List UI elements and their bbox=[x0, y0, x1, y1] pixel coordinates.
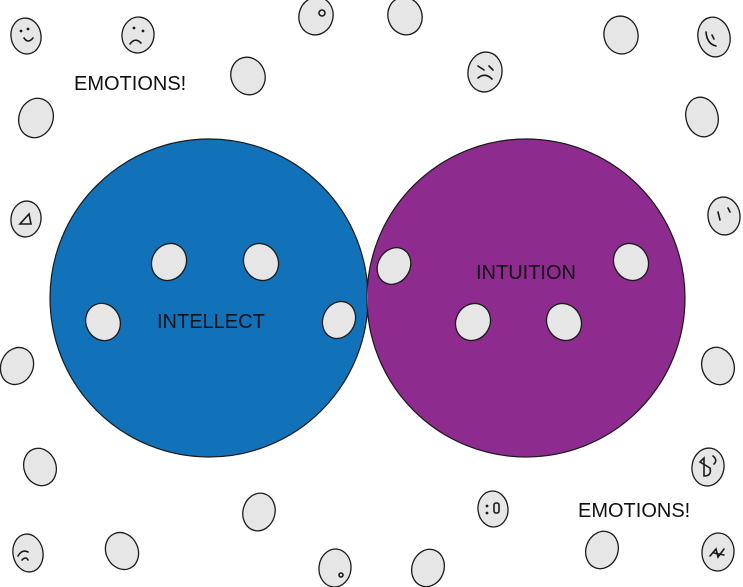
egg-icon bbox=[84, 302, 122, 342]
egg-face-happy-icon bbox=[10, 17, 42, 55]
egg-icon bbox=[545, 302, 583, 342]
egg-face-frown-icon bbox=[467, 51, 503, 93]
egg-icon bbox=[685, 96, 719, 138]
egg-face-wink-icon bbox=[697, 16, 731, 58]
egg-icon bbox=[104, 531, 140, 571]
egg-face-sad-icon bbox=[121, 16, 155, 54]
egg-icon bbox=[321, 300, 357, 340]
egg-icon bbox=[242, 242, 280, 282]
intuition-label: INTUITION bbox=[476, 262, 576, 284]
egg-icon bbox=[17, 97, 55, 139]
emotions-label-bottom: EMOTIONS! bbox=[578, 500, 690, 522]
intuition-circle bbox=[366, 138, 686, 458]
egg-icon bbox=[700, 346, 736, 386]
intellect-label: INTELLECT bbox=[157, 311, 265, 333]
egg-icon bbox=[410, 548, 446, 587]
egg-icon bbox=[584, 530, 620, 570]
egg-face-tired-icon bbox=[707, 196, 741, 236]
egg-icon bbox=[150, 242, 188, 282]
egg-icon bbox=[376, 247, 412, 285]
egg-face-surprised-icon bbox=[298, 0, 334, 36]
egg-face-dot-icon bbox=[318, 548, 352, 587]
egg-face-smirk-icon bbox=[12, 533, 44, 573]
egg-icon bbox=[603, 15, 639, 55]
intellect-circle bbox=[49, 138, 369, 458]
egg-face-triangle-icon bbox=[10, 200, 42, 238]
egg-icon bbox=[22, 447, 58, 487]
intersection-region bbox=[366, 139, 368, 457]
egg-icon bbox=[387, 0, 423, 36]
egg-icon bbox=[242, 492, 276, 532]
emotions-label-top: EMOTIONS! bbox=[74, 73, 186, 95]
egg-icon bbox=[612, 242, 650, 282]
egg-face-scribble-icon bbox=[701, 532, 735, 572]
egg-face-shocked-icon bbox=[477, 490, 509, 528]
egg-face-angry-icon bbox=[691, 447, 725, 487]
egg-icon bbox=[0, 346, 35, 386]
egg-icon bbox=[230, 56, 266, 96]
egg-icon bbox=[454, 302, 492, 342]
